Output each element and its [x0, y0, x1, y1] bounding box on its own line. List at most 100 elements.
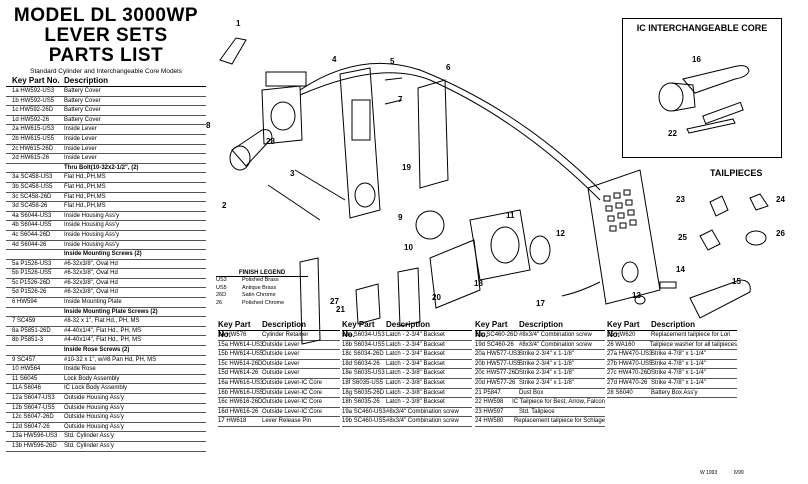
row-keypart: 4c S6044-26D [6, 231, 64, 240]
row-desc: Outside Lever-IC Core [262, 408, 323, 415]
row-desc: IC Lock Body Assembly [64, 385, 128, 392]
row-key: 2d [12, 155, 19, 162]
row-keypart: 1c HW592-26D [6, 106, 64, 115]
row-key: 1c [12, 107, 19, 114]
row-key: 18e [342, 370, 353, 377]
row-desc: Replacement tailpiece for Lori [651, 332, 731, 338]
row-keypart [6, 346, 64, 355]
row-part: S6044-US5 [20, 222, 52, 229]
row-keypart: 3c SC458-26D [6, 193, 64, 202]
col4-header: Key Part No.Description [607, 320, 737, 339]
legend-name: Satin Chrome [242, 292, 276, 298]
row-desc: #8x3/4" Combination screw [519, 332, 592, 338]
row-part: HW577-26 [486, 379, 516, 386]
row-desc: Latch - 2-3/8" Backset [386, 379, 445, 386]
callout-2: 2 [222, 201, 227, 210]
row-desc: Strike 2-3/4" x 1-1/8" [519, 370, 574, 377]
table-row: 8b P5851-3#4-40x1/4", Flat Hd., PH, MS [6, 336, 206, 347]
row-keypart [6, 250, 64, 259]
row-key: 10 [12, 366, 19, 373]
legend-code: 26D [216, 292, 227, 298]
row-key: 18d [342, 360, 353, 367]
row-part: HW616-26 [229, 408, 259, 415]
callout-18: 18 [474, 279, 483, 288]
callout-26: 26 [776, 229, 785, 238]
row-key: 4d [12, 241, 19, 248]
row-keypart: 9 SC457 [6, 356, 64, 365]
footer: W 1993 6/99 [700, 470, 744, 476]
row-keypart: 12b S6047-US5 [6, 404, 64, 413]
row-part: HW580 [483, 418, 504, 425]
row-desc: #6-32x3/8", Oval Hd [64, 260, 118, 267]
title-line-1: MODEL DL 3000WP [13, 5, 199, 26]
row-key: 18b [342, 341, 353, 348]
row-keypart: 8b P5851-3 [6, 336, 64, 345]
row-keypart: 18g S6035-26D [342, 389, 386, 398]
row-key: 19b [342, 418, 353, 425]
row-key: 3a [12, 174, 19, 181]
title-line-3: PARTS LIST [48, 45, 164, 66]
row-desc: Inside Lever [64, 135, 97, 142]
row-desc: Outside Lever-IC Core [262, 389, 323, 396]
row-key: 20c [475, 370, 485, 377]
keypad-buttons [603, 189, 637, 232]
row-part: S6047-26D [23, 414, 54, 421]
row-key: 18a [342, 332, 353, 338]
row-keypart: 20a HW577-US3 [475, 350, 520, 359]
row-keypart [6, 164, 64, 173]
row-keypart: 15c HW614-26D [218, 360, 262, 369]
row-desc: Latch - 2-3/8" Backset [386, 370, 445, 377]
row-part: S6035-26D [353, 389, 385, 396]
row-part: HW616-US5 [229, 389, 264, 396]
row-key: 16a [218, 379, 229, 386]
row-desc: Inside Housing Ass'y [64, 231, 120, 238]
row-key: 13a [12, 433, 23, 440]
legend-row: 26D Satin Chrome [216, 292, 308, 300]
callout-5: 5 [390, 57, 395, 66]
row-part: HW564 [20, 366, 41, 373]
row-desc: Latch - 2-3/8" Backset [386, 389, 445, 396]
row-part: S6034-US3 [353, 332, 385, 338]
row-desc: Std. Cylinder Ass'y [64, 433, 114, 440]
row-part: HW592-US5 [20, 97, 55, 104]
row-desc: Inside Housing Ass'y [64, 212, 120, 219]
row-part: HW596-US3 [23, 433, 58, 440]
row-keypart: 21 P5847 [475, 389, 519, 398]
row-part: HW615-US5 [20, 135, 55, 142]
row-part: S6046 [23, 385, 41, 392]
row-key: 11A [12, 385, 22, 392]
callout-11: 11 [506, 211, 515, 220]
row-part: S6040 [615, 389, 633, 396]
callout-20: 20 [432, 293, 441, 302]
row-part: P5847 [483, 389, 501, 396]
main-list-header-keypart: Key Part No. [12, 76, 60, 85]
row-keypart: 3b SC458-US5 [6, 183, 64, 192]
callout-8: 8 [206, 121, 211, 130]
row-keypart: 1a HW592-US3 [6, 87, 64, 96]
row-desc: Battery Cover [64, 97, 101, 104]
row-keypart: 12d S6047-26 [6, 423, 64, 432]
row-desc: Inside Housing Ass'y [64, 222, 120, 229]
